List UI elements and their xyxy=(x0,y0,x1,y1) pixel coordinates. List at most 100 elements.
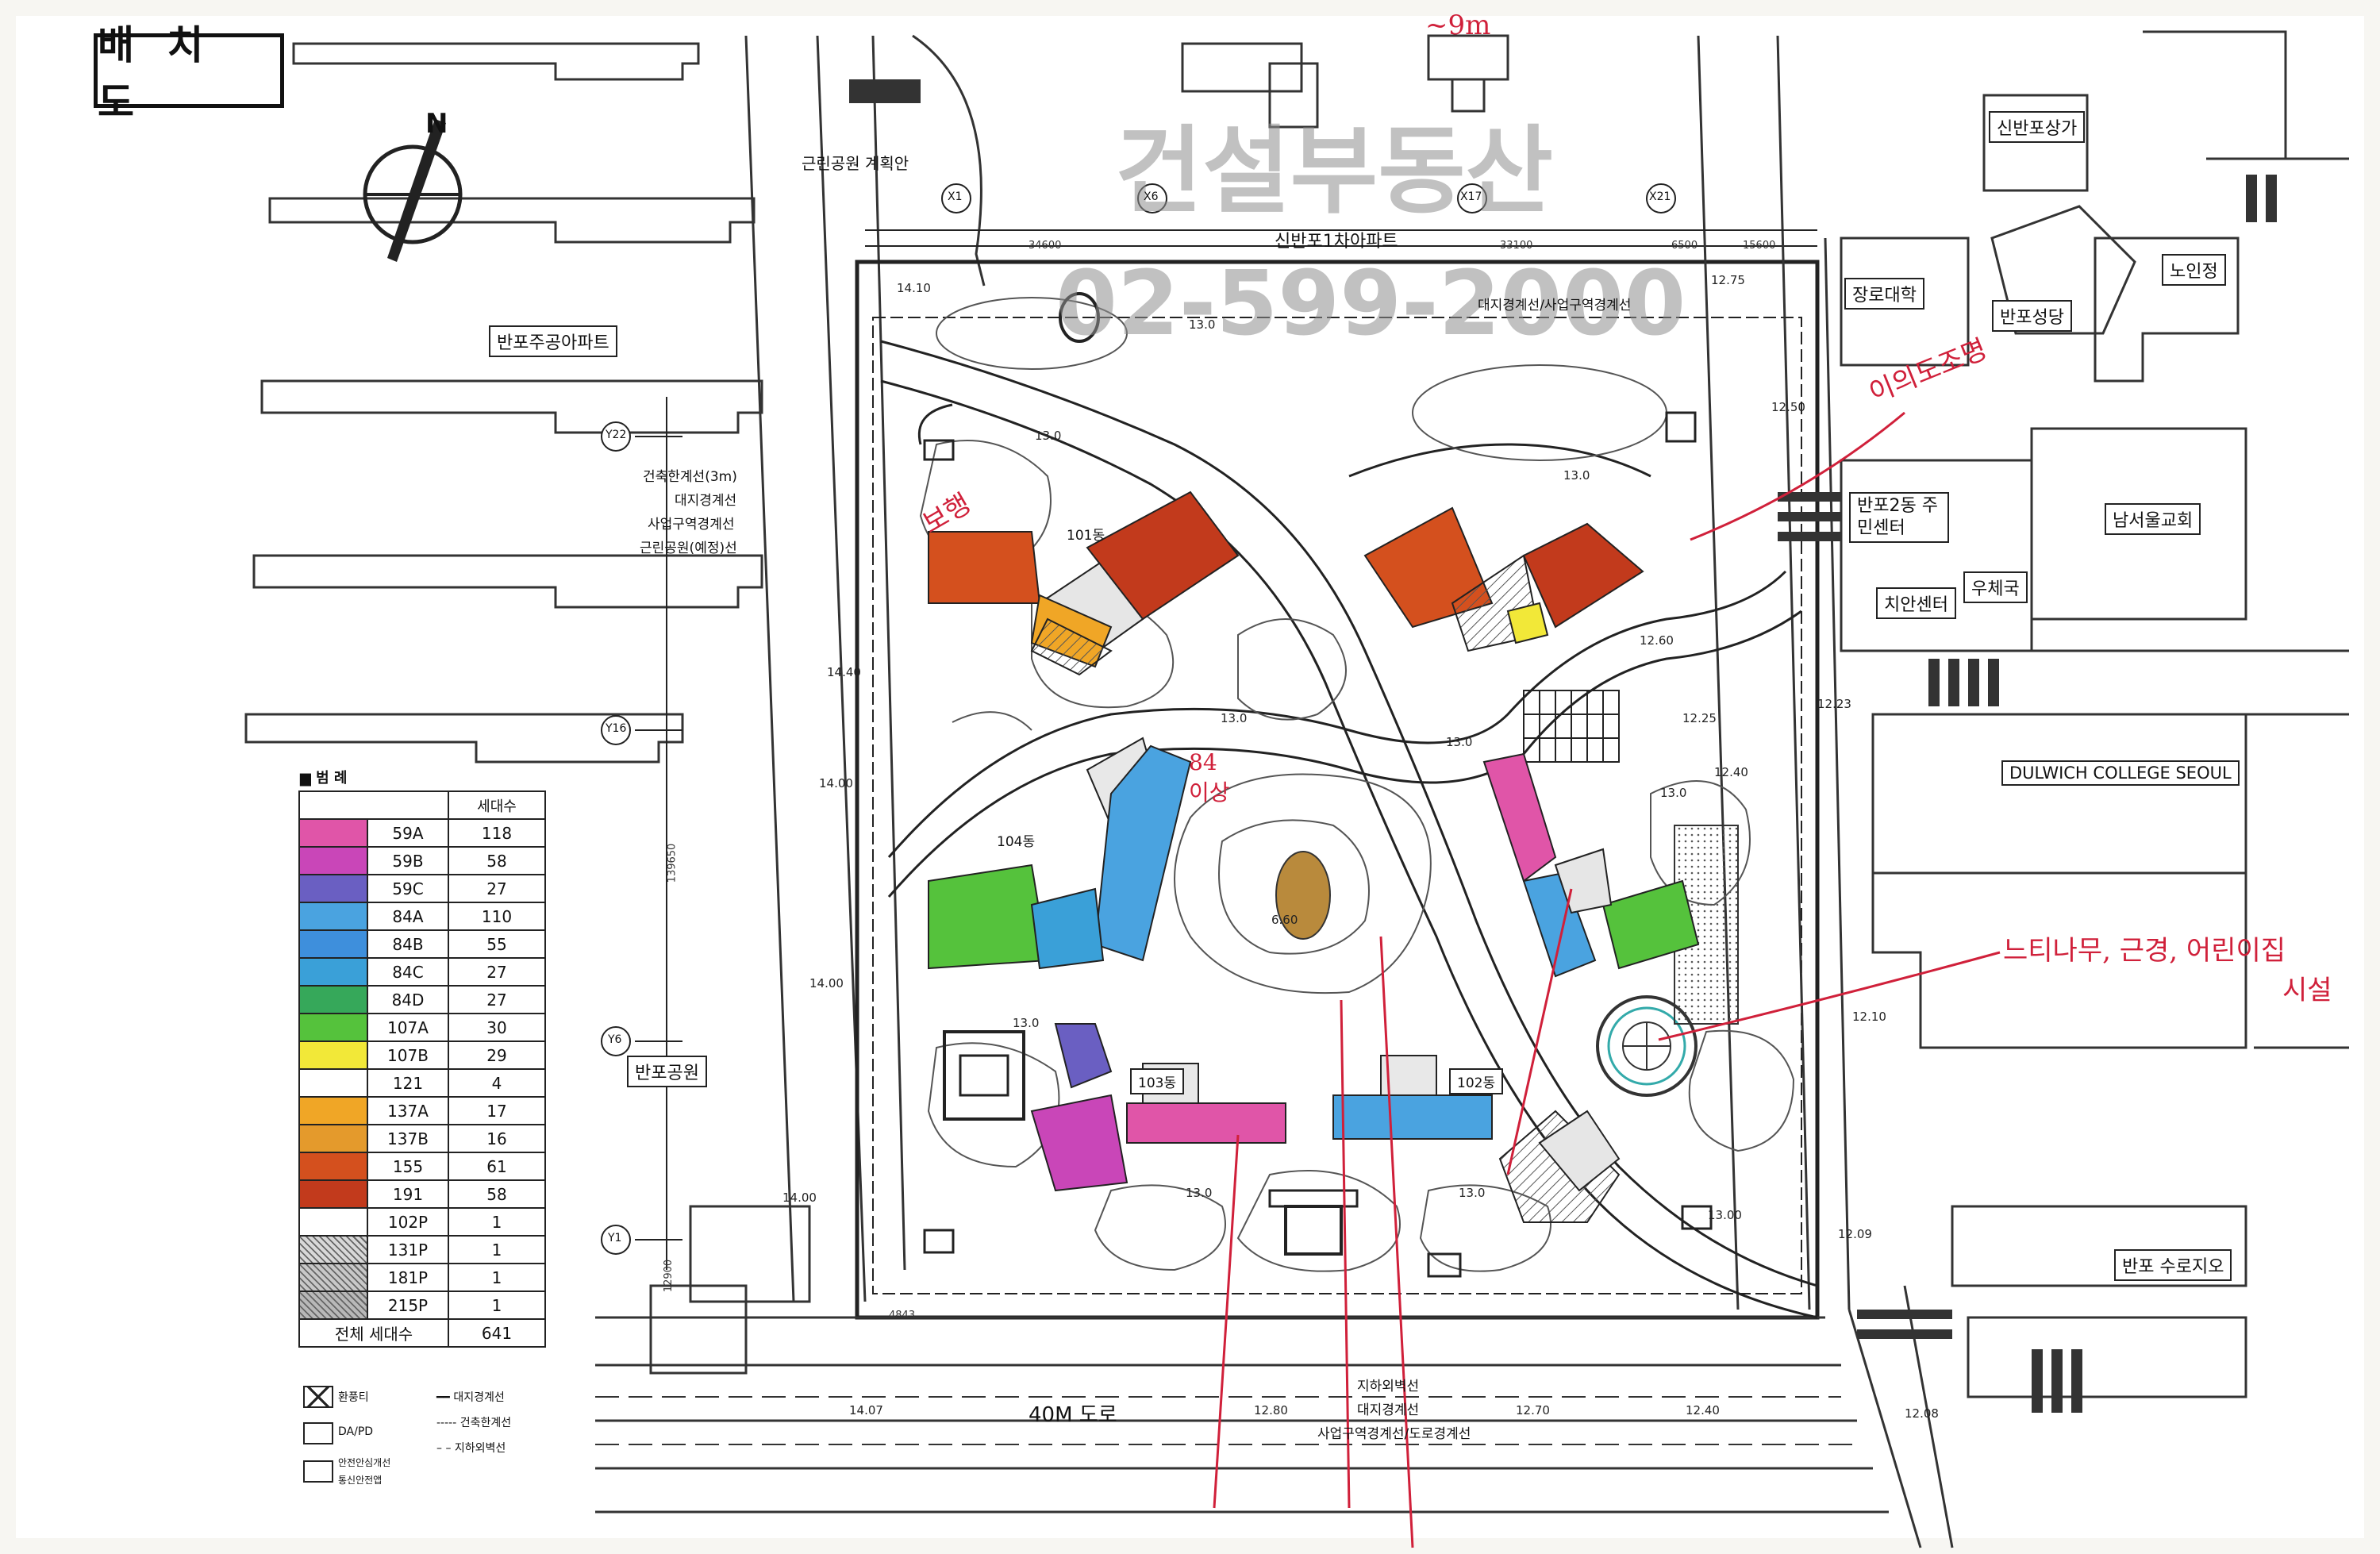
legend-swatch xyxy=(298,1263,368,1292)
grid-marker-y1: Y1 xyxy=(608,1232,622,1244)
elevation-label: 13.0 xyxy=(1446,735,1473,749)
elevation-label: 12.60 xyxy=(1640,633,1674,648)
elevation-label: 13.0 xyxy=(1035,429,1062,443)
pond xyxy=(1275,851,1331,940)
legend-unit-count: 118 xyxy=(448,818,546,848)
handwritten-tree-note: 느티나무, 근경, 어린이집 xyxy=(2003,935,2286,967)
building-101-northwest xyxy=(928,490,1240,676)
legend-unit-type: 107A xyxy=(367,1013,449,1042)
grid-marker-y16: Y16 xyxy=(606,722,627,735)
legend-unit-count: 1 xyxy=(448,1263,546,1292)
legend-total-value: 641 xyxy=(448,1318,546,1348)
legend-unit-type: 191 xyxy=(367,1179,449,1209)
label-top-apartment: 신반포1차아파트 xyxy=(1275,232,1398,252)
legend-line-site: ━━ 대지경계선 xyxy=(436,1391,505,1404)
elevation-label: 12.80 xyxy=(1254,1403,1288,1417)
building-102-south xyxy=(1332,1055,1493,1140)
label-banpo-drain: 반포 수로지오 xyxy=(2114,1249,2232,1281)
legend-unit-type: 137B xyxy=(367,1124,449,1153)
label-40m-road: 40M 도로 xyxy=(1029,1403,1117,1427)
elevation-label: 14.07 xyxy=(849,1403,883,1417)
elevation-label: 12.75 xyxy=(1711,273,1745,287)
label-banpo-park: 반포공원 xyxy=(627,1056,707,1087)
building-northeast xyxy=(1363,506,1644,652)
dimension-label: 12900 xyxy=(663,1259,675,1293)
elevation-label: 13.0 xyxy=(1186,1186,1213,1200)
dimension-label: 6500 xyxy=(1671,240,1698,252)
legend-unit-type: 155 xyxy=(367,1152,449,1181)
elevation-label: 12.40 xyxy=(1686,1403,1720,1417)
legend-unit-type: 107B xyxy=(367,1040,449,1070)
da-pd-icon xyxy=(303,1422,333,1444)
label-jangro-college: 장로대학 xyxy=(1844,278,1924,310)
legend-unit-type: 59A xyxy=(367,818,449,848)
elevation-label: 13.0 xyxy=(1013,1016,1040,1030)
right-road xyxy=(1697,35,1954,1548)
legend-swatch xyxy=(298,1207,368,1237)
elevation-label: 12.09 xyxy=(1838,1227,1872,1241)
elevation-label: 12.08 xyxy=(1905,1406,1939,1421)
landscape-contours xyxy=(919,297,1795,1272)
legend-key-child-area2: 통신안전앱 xyxy=(338,1475,383,1486)
legend-swatch xyxy=(298,902,368,931)
legend-swatch xyxy=(298,1040,368,1070)
legend-swatch xyxy=(298,846,368,875)
legend-unit-type: 84C xyxy=(367,957,449,987)
dimension-label: 4843 xyxy=(889,1310,916,1321)
legend-unit-type: 131P xyxy=(367,1235,449,1264)
label-park-boundary: 근린공원(예정)선 xyxy=(640,540,737,556)
handwritten-center-note: 84 이상 xyxy=(1189,749,1230,806)
elevation-label: 14.00 xyxy=(809,976,844,990)
elevation-label: 14.00 xyxy=(782,1191,817,1205)
legend-unit-type: 59B xyxy=(367,846,449,875)
legend-header-blank xyxy=(298,790,449,820)
top-buildings xyxy=(1181,34,1509,129)
elevation-label: 12.40 xyxy=(1714,765,1748,779)
label-post-office: 우체국 xyxy=(1963,571,2028,603)
legend-swatch xyxy=(298,1291,368,1320)
elevation-label: 14.10 xyxy=(897,281,931,295)
elevation-label: 13.0 xyxy=(1189,317,1216,332)
dimension-label: 33100 xyxy=(1500,240,1533,252)
legend-swatch xyxy=(298,929,368,959)
legend-unit-type: 84B xyxy=(367,929,449,959)
elevation-label: 13.0 xyxy=(1660,786,1687,800)
label-site-boundary: 대지경계선 xyxy=(675,493,737,509)
legend-unit-type: 181P xyxy=(367,1263,449,1292)
legend-swatch xyxy=(298,1179,368,1209)
legend-unit-type: 84A xyxy=(367,902,449,931)
legend-title: ▆ 범 례 xyxy=(300,770,348,787)
grid-marker-x17: X17 xyxy=(1460,190,1482,203)
label-left-apartment: 반포주공아파트 xyxy=(489,325,617,357)
watermark-company: 건설부동산 xyxy=(1115,117,1553,227)
legend-line-building: ----- 건축한계선 xyxy=(436,1417,512,1429)
legend-unit-count: 58 xyxy=(448,846,546,875)
label-top-boundary: 대지경계선/사업구역경계선 xyxy=(1478,298,1632,313)
label-namseoul-church: 남서울교회 xyxy=(2105,503,2201,535)
label-bottom-site-boundary: 대지경계선 xyxy=(1357,1402,1420,1418)
label-underground-wall: 지하외벽선 xyxy=(1357,1379,1420,1394)
legend-unit-count: 4 xyxy=(448,1068,546,1098)
legend-swatch xyxy=(298,1235,368,1264)
internal-roads xyxy=(880,340,1818,1319)
legend-line-underground: – – 지하외벽선 xyxy=(436,1442,506,1455)
label-dulwich-college: DULWICH COLLEGE SEOUL xyxy=(2001,760,2240,786)
handwritten-facility-note: 시설 xyxy=(2282,975,2332,1006)
legend-unit-count: 58 xyxy=(448,1179,546,1209)
elevation-label: 12.23 xyxy=(1817,697,1851,711)
north-compass-icon xyxy=(363,119,463,262)
legend-unit-type: 137A xyxy=(367,1096,449,1125)
legend-unit-count: 55 xyxy=(448,929,546,959)
crosswalks xyxy=(1778,175,2277,1413)
elevation-label: 14.00 xyxy=(819,776,853,790)
label-project-boundary: 사업구역경계선 xyxy=(648,517,735,533)
legend-unit-type: 102P xyxy=(367,1207,449,1237)
grid-axis-markers xyxy=(601,183,1676,1255)
